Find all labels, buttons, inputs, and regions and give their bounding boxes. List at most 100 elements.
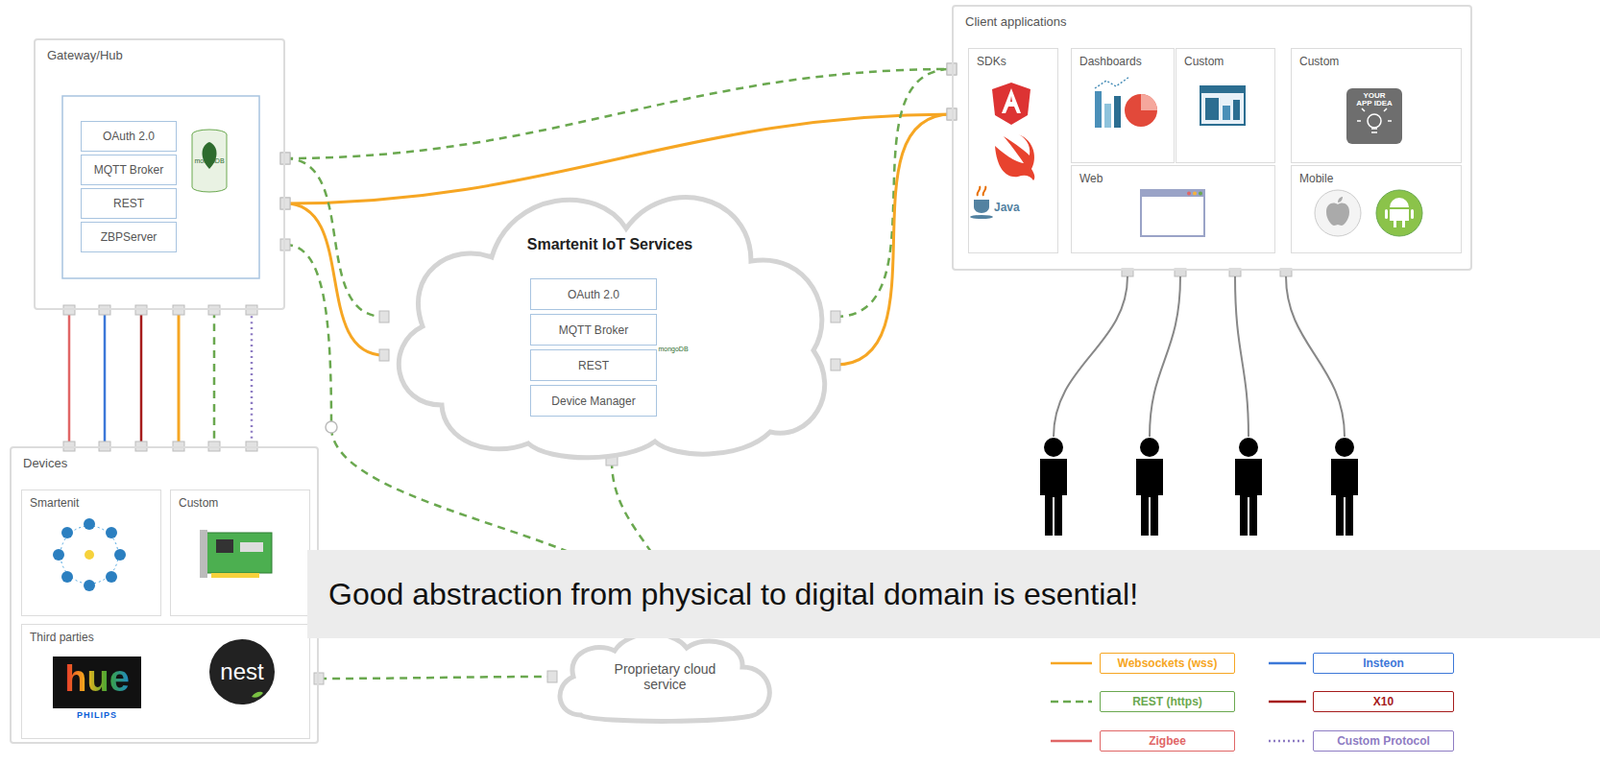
dashboard-icon — [1094, 76, 1158, 128]
box-heading: Third parties — [29, 630, 302, 645]
box-heading: Custom — [1184, 54, 1267, 69]
shape-part — [1367, 114, 1382, 128]
box-heading: Custom — [178, 496, 302, 510]
port — [314, 673, 324, 685]
port — [280, 152, 291, 165]
web-box: Web — [1070, 165, 1276, 254]
shape-part — [83, 580, 96, 592]
shape-part — [1268, 662, 1307, 666]
service-box: MQTT Broker — [80, 154, 177, 186]
shape-part — [1124, 94, 1158, 127]
connector — [68, 310, 72, 447]
gateway-box: Gateway/HubOAuth 2.0MQTT BrokerREST ZBPSe… — [33, 38, 286, 311]
swift-logo — [994, 134, 1035, 181]
shape-part — [1094, 76, 1130, 89]
shape-part — [1268, 740, 1307, 744]
shape-part — [1233, 99, 1240, 121]
shape-part — [1200, 86, 1245, 125]
device-group: Smartenit — [21, 489, 162, 617]
box-heading: Custom — [1299, 54, 1454, 69]
shape-part — [1235, 276, 1249, 437]
legend-text: Zigbee — [1148, 734, 1187, 749]
android-icon — [1376, 190, 1423, 237]
shape-part — [206, 533, 272, 574]
box-text: ZBPServer — [100, 230, 158, 244]
hue-logo-box — [52, 656, 142, 709]
shape-part — [1040, 437, 1067, 536]
shape-part — [1331, 437, 1358, 536]
box-heading: Mobile — [1299, 171, 1454, 186]
connector — [213, 310, 217, 447]
logo-text: YOUR APP IDEA — [1355, 92, 1394, 109]
circuit-board-icon — [199, 530, 272, 579]
port — [379, 311, 389, 323]
shape-part — [1136, 437, 1164, 536]
shape-part — [1114, 96, 1121, 128]
connector — [318, 677, 553, 679]
box-text: REST — [578, 359, 609, 373]
port — [830, 359, 841, 371]
shape-part — [61, 527, 73, 539]
callout-band: Good abstraction from physical to digita… — [307, 550, 1600, 639]
shape-part — [83, 518, 96, 531]
devices-box: DevicesSmartenitCustomThird parties — [9, 446, 319, 745]
shape-part — [1050, 740, 1092, 744]
shape-part — [52, 518, 126, 592]
device-group: Custom — [169, 489, 311, 617]
connector — [835, 114, 952, 365]
legend-sample — [1050, 663, 1307, 742]
legend-text: Websockets (wss) — [1117, 656, 1218, 671]
box-heading: Smartenit — [29, 496, 153, 510]
logo-text: nest — [219, 658, 264, 686]
connector — [285, 203, 385, 356]
shape-part — [992, 82, 1031, 125]
apple-icon — [1314, 190, 1361, 237]
port — [98, 305, 111, 316]
port — [172, 305, 185, 316]
service-box: OAuth 2.0 — [80, 121, 177, 152]
box-text: OAuth 2.0 — [102, 129, 155, 144]
shape-part — [199, 530, 208, 579]
shape-part — [1149, 276, 1181, 437]
shape-part — [1094, 91, 1102, 128]
legend-item: Websockets (wss) — [1099, 653, 1236, 675]
box-heading: Client applications — [965, 14, 1459, 29]
db-label: mongoDB — [655, 345, 691, 353]
shape-part — [973, 199, 990, 214]
shape-part — [1314, 190, 1361, 237]
shape-part — [216, 539, 234, 554]
legend-text: Insteon — [1362, 656, 1405, 671]
shape-part — [1192, 192, 1197, 196]
logo-text: Java — [993, 200, 1020, 215]
shape-part — [1222, 105, 1231, 121]
box-text: MQTT Broker — [558, 323, 629, 338]
legend-text: REST (https) — [1132, 695, 1203, 709]
legend-text: X10 — [1373, 695, 1394, 709]
shape-part — [202, 142, 218, 170]
logo-text: PHILIPS — [76, 710, 118, 721]
box-heading: Gateway/Hub — [47, 48, 272, 63]
legend-text: Custom Protocol — [1336, 734, 1431, 749]
java-logo — [969, 186, 994, 219]
box-text: REST — [113, 196, 145, 211]
proprietary-cloud: Proprietary cloud service — [552, 624, 778, 730]
cloud-shape — [559, 633, 770, 722]
connector — [140, 310, 144, 447]
port — [208, 305, 220, 316]
box-text: OAuth 2.0 — [567, 288, 620, 302]
box-heading: Web — [1079, 171, 1267, 186]
connector — [835, 69, 952, 317]
shape-part — [52, 549, 65, 561]
box-text: MQTT Broker — [94, 163, 164, 177]
shape-part — [969, 215, 994, 219]
shape-part — [1285, 276, 1345, 437]
shape-part — [1393, 220, 1397, 228]
shape-part — [84, 550, 95, 560]
box-heading: Proprietary cloud service — [603, 661, 728, 693]
db-label: mongoDB — [192, 157, 227, 165]
smartenit-icon — [52, 518, 126, 592]
shape-part — [1376, 190, 1423, 237]
shape-part — [1238, 437, 1259, 458]
service-box: MQTT Broker — [530, 314, 657, 346]
port — [379, 349, 389, 362]
